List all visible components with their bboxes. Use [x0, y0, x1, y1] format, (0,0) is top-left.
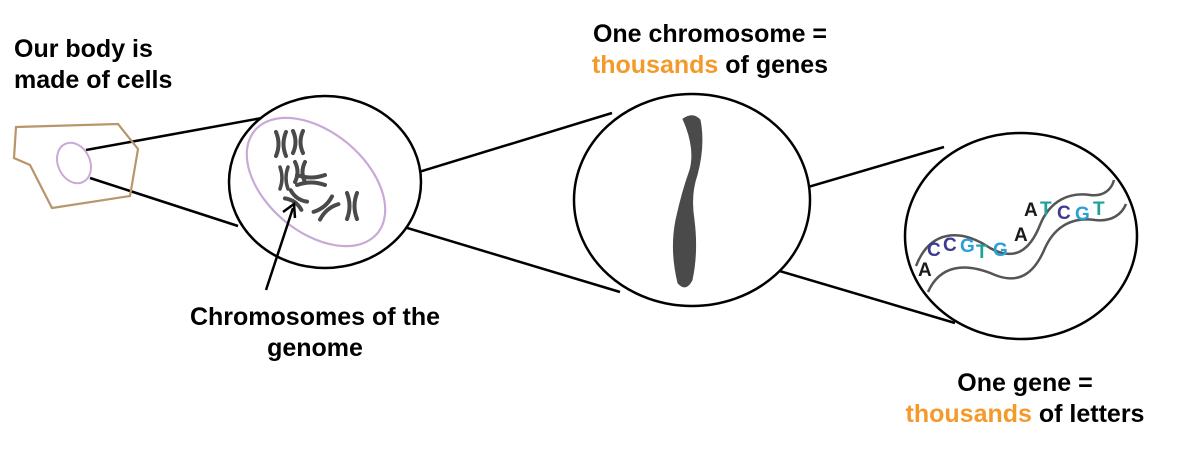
dna-strands — [914, 179, 1128, 293]
dna-letter: G — [1075, 204, 1090, 225]
chromosomes-label: Chromosomes of the genome — [150, 302, 480, 364]
gene-title-line2: thousands of letters — [875, 399, 1175, 430]
gene-title-line1: One gene = — [957, 369, 1093, 397]
dna-letter: G — [993, 240, 1008, 261]
dna-letter: T — [1040, 199, 1052, 220]
chromosome-rest: of genes — [718, 51, 829, 79]
chromosome-icon — [278, 165, 290, 191]
gene-rest: of letters — [1031, 400, 1145, 428]
dna-letter: C — [943, 235, 957, 256]
cells-label-line1: Our body is — [14, 35, 153, 63]
cells-label: Our body is made of cells — [14, 34, 172, 96]
chromosome-icon — [345, 191, 359, 221]
dna-circle — [903, 131, 1139, 341]
arrow-icon — [264, 201, 297, 291]
zoom-lines — [85, 111, 956, 325]
dna-letter: G — [960, 236, 975, 257]
chromosome-title-line2: thousands of genes — [560, 50, 860, 81]
gene-highlight: thousands — [905, 400, 1032, 428]
dna-letter: A — [918, 260, 932, 281]
dna-letter: A — [1014, 225, 1028, 246]
chromosome-shape — [672, 115, 703, 288]
chromosomes-label-line1: Chromosomes of the — [189, 303, 441, 331]
chromosome-icon — [291, 129, 305, 155]
cell-shape — [12, 122, 140, 210]
gene-title: One gene = thousands of letters — [875, 368, 1175, 430]
dna-letter: C — [927, 240, 941, 261]
chromosome-title: One chromosome = thousands of genes — [560, 19, 860, 81]
chromosome-highlight: thousands — [591, 51, 719, 79]
chromosome-icon — [311, 194, 341, 222]
chromosome-set — [274, 129, 359, 222]
cell-nucleus — [55, 141, 93, 185]
dna-letter: T — [1093, 199, 1105, 220]
dna-letter: A — [1024, 200, 1038, 221]
chromosome-title-line1: One chromosome = — [592, 20, 828, 48]
dna-letter: C — [1057, 203, 1071, 224]
dna-strand-top — [914, 179, 1116, 267]
chromosome-icon — [293, 160, 307, 184]
chromosomes-label-line2: genome — [267, 334, 363, 362]
zoom-line-cell-bottom — [89, 176, 239, 228]
nucleus-membrane — [245, 116, 387, 248]
chromosome-icon — [274, 130, 288, 158]
dna-strand-bottom — [926, 203, 1128, 293]
dna-letter: T — [976, 242, 988, 263]
chromosome-icon — [295, 173, 327, 187]
cells-label-line2: made of cells — [14, 66, 173, 94]
zoom-line-cell-top — [85, 116, 263, 152]
